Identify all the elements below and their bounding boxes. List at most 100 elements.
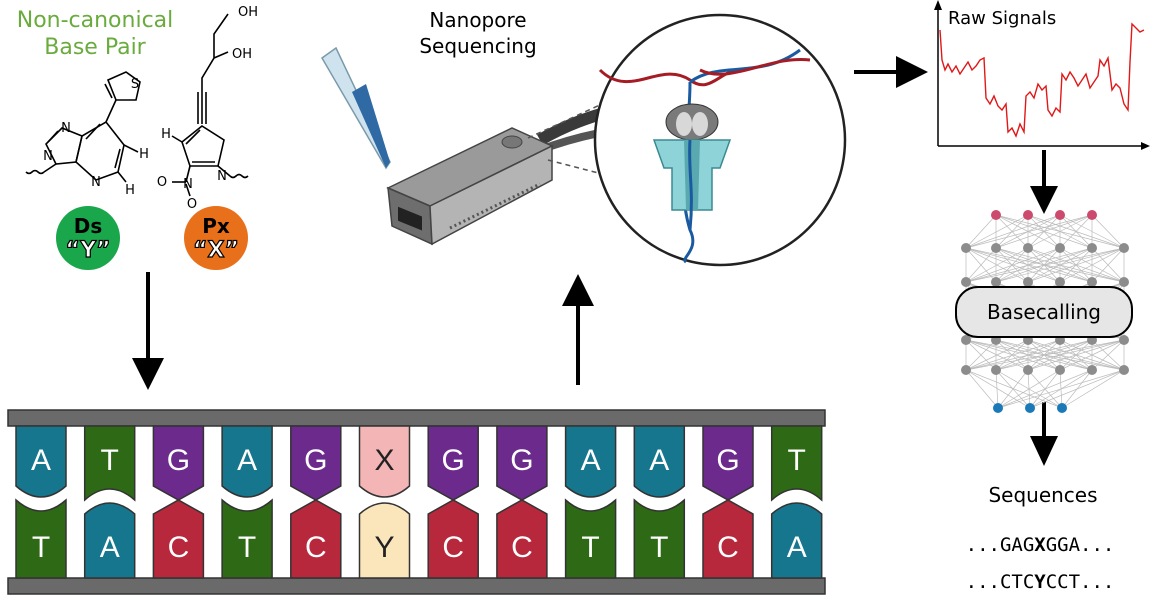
bottom-base-label: C [511, 531, 533, 564]
px-hydrogen-label: H [161, 127, 171, 142]
bottom-base-tile [358, 502, 411, 579]
network-node [1023, 243, 1033, 253]
network-node [1087, 243, 1097, 253]
top-base-label: G [716, 444, 739, 477]
network-node [991, 365, 1001, 375]
network-edge [965, 339, 997, 371]
dna-strand-through-pore-icon [598, 48, 811, 264]
network-edge [965, 247, 1029, 283]
top-base-label: X [374, 444, 394, 477]
network-edge [965, 214, 1029, 249]
bottom-base-label: C [168, 531, 190, 564]
dna-backbone-bottom [7, 577, 826, 595]
network-edge [1027, 214, 1093, 249]
top-base-tile [564, 425, 617, 498]
sequence-line-1-modified-base: X [1034, 534, 1046, 556]
bottom-base-label: A [787, 531, 807, 564]
network-node [991, 210, 1001, 220]
arrow-up-to-sequencing [562, 274, 594, 385]
bottom-base-tile [290, 499, 342, 579]
bottom-base-tile [427, 499, 479, 579]
network-node [961, 277, 971, 287]
sequence-line-2: ...CTCYCCT... [966, 571, 1115, 593]
network-edge [1059, 339, 1125, 371]
network-node [961, 243, 971, 253]
network-edge [1059, 214, 1093, 249]
px-hydroxyl-label: OH [238, 5, 258, 20]
bottom-base-label: C [305, 531, 327, 564]
px-nitro-nitrogen-label: N [183, 177, 193, 192]
network-edge [1059, 247, 1125, 283]
bottom-base-label: C [442, 531, 464, 564]
ds-molecule-structure [25, 71, 141, 183]
network-edge [965, 247, 1061, 283]
network-edge [965, 214, 1093, 249]
neural-network-panel: Basecalling [955, 210, 1133, 413]
bottom-base-tile [15, 498, 67, 579]
base-pair-title-line2: Base Pair [44, 35, 146, 60]
top-base-tile [702, 425, 754, 501]
px-nitrogen-label: N [217, 169, 227, 184]
px-badge-letter: “X” [193, 238, 239, 263]
arrow-down-to-sequences [1030, 402, 1058, 466]
ds-badge-letter: “Y” [65, 238, 110, 263]
sequence-line-1-prefix: ...GAG [966, 534, 1035, 556]
pipette-tip-icon [321, 46, 391, 170]
top-base-label: A [31, 444, 51, 477]
nanopore-protein-icon [652, 103, 732, 231]
top-base-label: A [237, 444, 257, 477]
network-edge [965, 247, 997, 283]
network-edge [997, 369, 1061, 409]
bottom-base-label: T [650, 531, 668, 564]
network-edge [1027, 247, 1125, 283]
zoom-line [527, 103, 603, 139]
network-edge [1091, 339, 1125, 371]
top-base-label: G [167, 444, 190, 477]
network-node [1119, 365, 1129, 375]
ds-badge-name: Ds [74, 214, 103, 238]
network-edge [965, 247, 1093, 283]
network-node [1023, 365, 1033, 375]
network-node [991, 277, 1001, 287]
network-edge [1061, 369, 1125, 409]
basecalling-box [955, 286, 1133, 338]
arrow-down-to-dna [132, 272, 164, 390]
bottom-base-tile [496, 499, 548, 579]
network-edge [965, 339, 1125, 371]
network-node [1087, 365, 1097, 375]
top-base-tile [152, 425, 205, 501]
top-base-label: T [788, 444, 806, 477]
px-nitro-oxygen-label: O [157, 175, 167, 190]
network-edge [1091, 247, 1125, 283]
top-base-tile [633, 425, 686, 498]
network-node [1055, 210, 1065, 220]
px-badge [184, 206, 248, 270]
bottom-base-tile [770, 502, 823, 579]
top-base-label: T [101, 444, 119, 477]
ds-badge [56, 206, 120, 270]
network-node [1023, 210, 1033, 220]
top-base-tile [358, 425, 411, 498]
bottom-base-tile [633, 498, 686, 579]
top-base-tile [427, 425, 479, 501]
dna-backbone-top [7, 409, 826, 427]
network-node [991, 243, 1001, 253]
network-node [1025, 403, 1035, 413]
arrow-right-to-signals [854, 56, 928, 88]
raw-signal-trace [939, 22, 1145, 138]
bottom-base-label: T [581, 531, 599, 564]
network-node [1057, 403, 1067, 413]
network-node [1087, 210, 1097, 220]
network-node [1119, 277, 1129, 287]
sequences-title: Sequences [988, 483, 1097, 507]
bottom-base-tile [221, 498, 273, 579]
network-node [1119, 335, 1129, 345]
network-edge [965, 339, 1061, 371]
top-base-label: A [581, 444, 601, 477]
ds-nitrogen-label: N [91, 175, 101, 190]
zoom-line [547, 159, 611, 177]
sequencing-title-line2: Sequencing [419, 34, 536, 58]
